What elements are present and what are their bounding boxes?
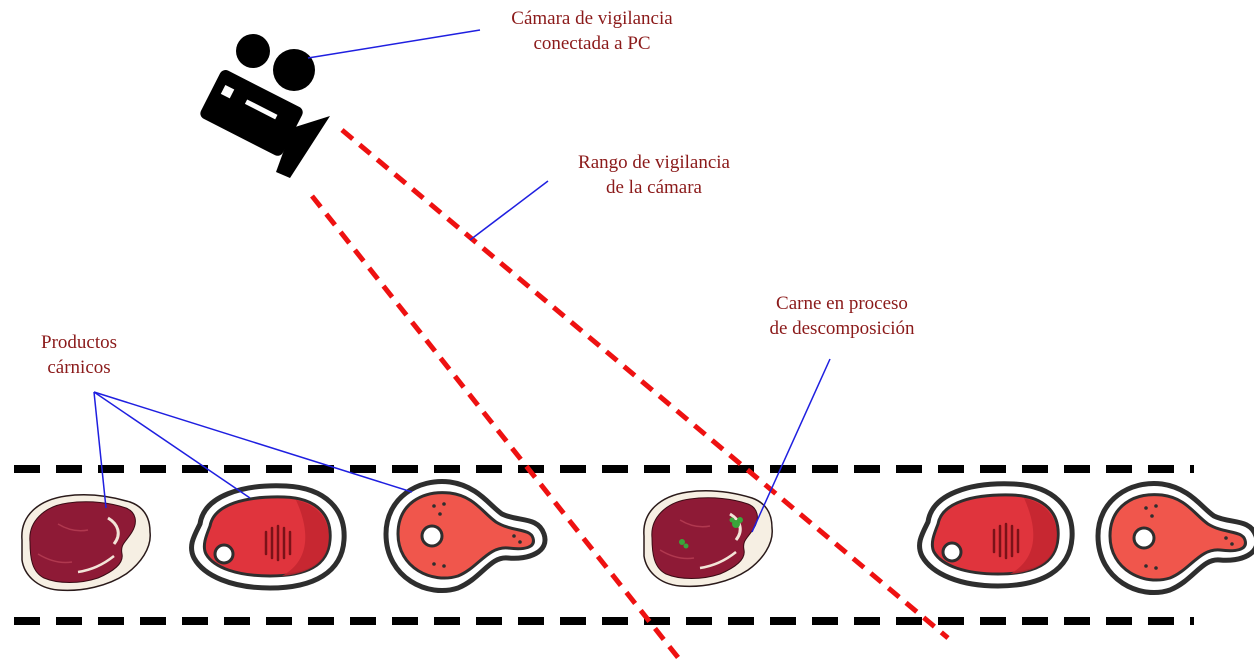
video-camera-icon: [200, 34, 330, 178]
ham-steak-icon: [920, 484, 1073, 586]
camera-range-line-right: [340, 128, 950, 640]
decomposition-label: Carne en proceso de descomposición: [722, 291, 962, 341]
leader-line-range: [469, 180, 549, 241]
products-label-line-2: cárnicos: [47, 357, 111, 378]
camera-label: Cámara de vigilancia conectada a PC: [472, 6, 712, 56]
leader-line-decomposition: [751, 358, 831, 533]
spoiled-steak-icon: [642, 489, 774, 588]
leader-line-products-1: [93, 391, 107, 509]
pork-chop-icon: [386, 481, 545, 590]
products-label-line-1: Productos: [41, 332, 117, 353]
leader-line-products-3: [93, 391, 413, 493]
leader-line-products-2: [93, 391, 251, 499]
raw-steak-icon: [20, 493, 152, 592]
leader-line-camera: [307, 29, 481, 59]
range-label-line-1: Rango de vigilancia: [578, 152, 730, 173]
camera-range-line-left: [310, 194, 682, 660]
ham-steak-icon: [192, 486, 345, 588]
camera-label-line-1: Cámara de vigilancia: [511, 8, 673, 29]
pork-chop-icon: [1098, 483, 1254, 592]
range-label: Rango de vigilancia de la cámara: [534, 150, 774, 200]
range-label-line-2: de la cámara: [606, 177, 702, 198]
decomposition-label-line-1: Carne en proceso: [776, 293, 908, 314]
camera-label-line-2: conectada a PC: [533, 33, 651, 54]
products-label: Productos cárnicos: [0, 330, 159, 380]
decomposition-label-line-2: de descomposición: [769, 318, 915, 339]
